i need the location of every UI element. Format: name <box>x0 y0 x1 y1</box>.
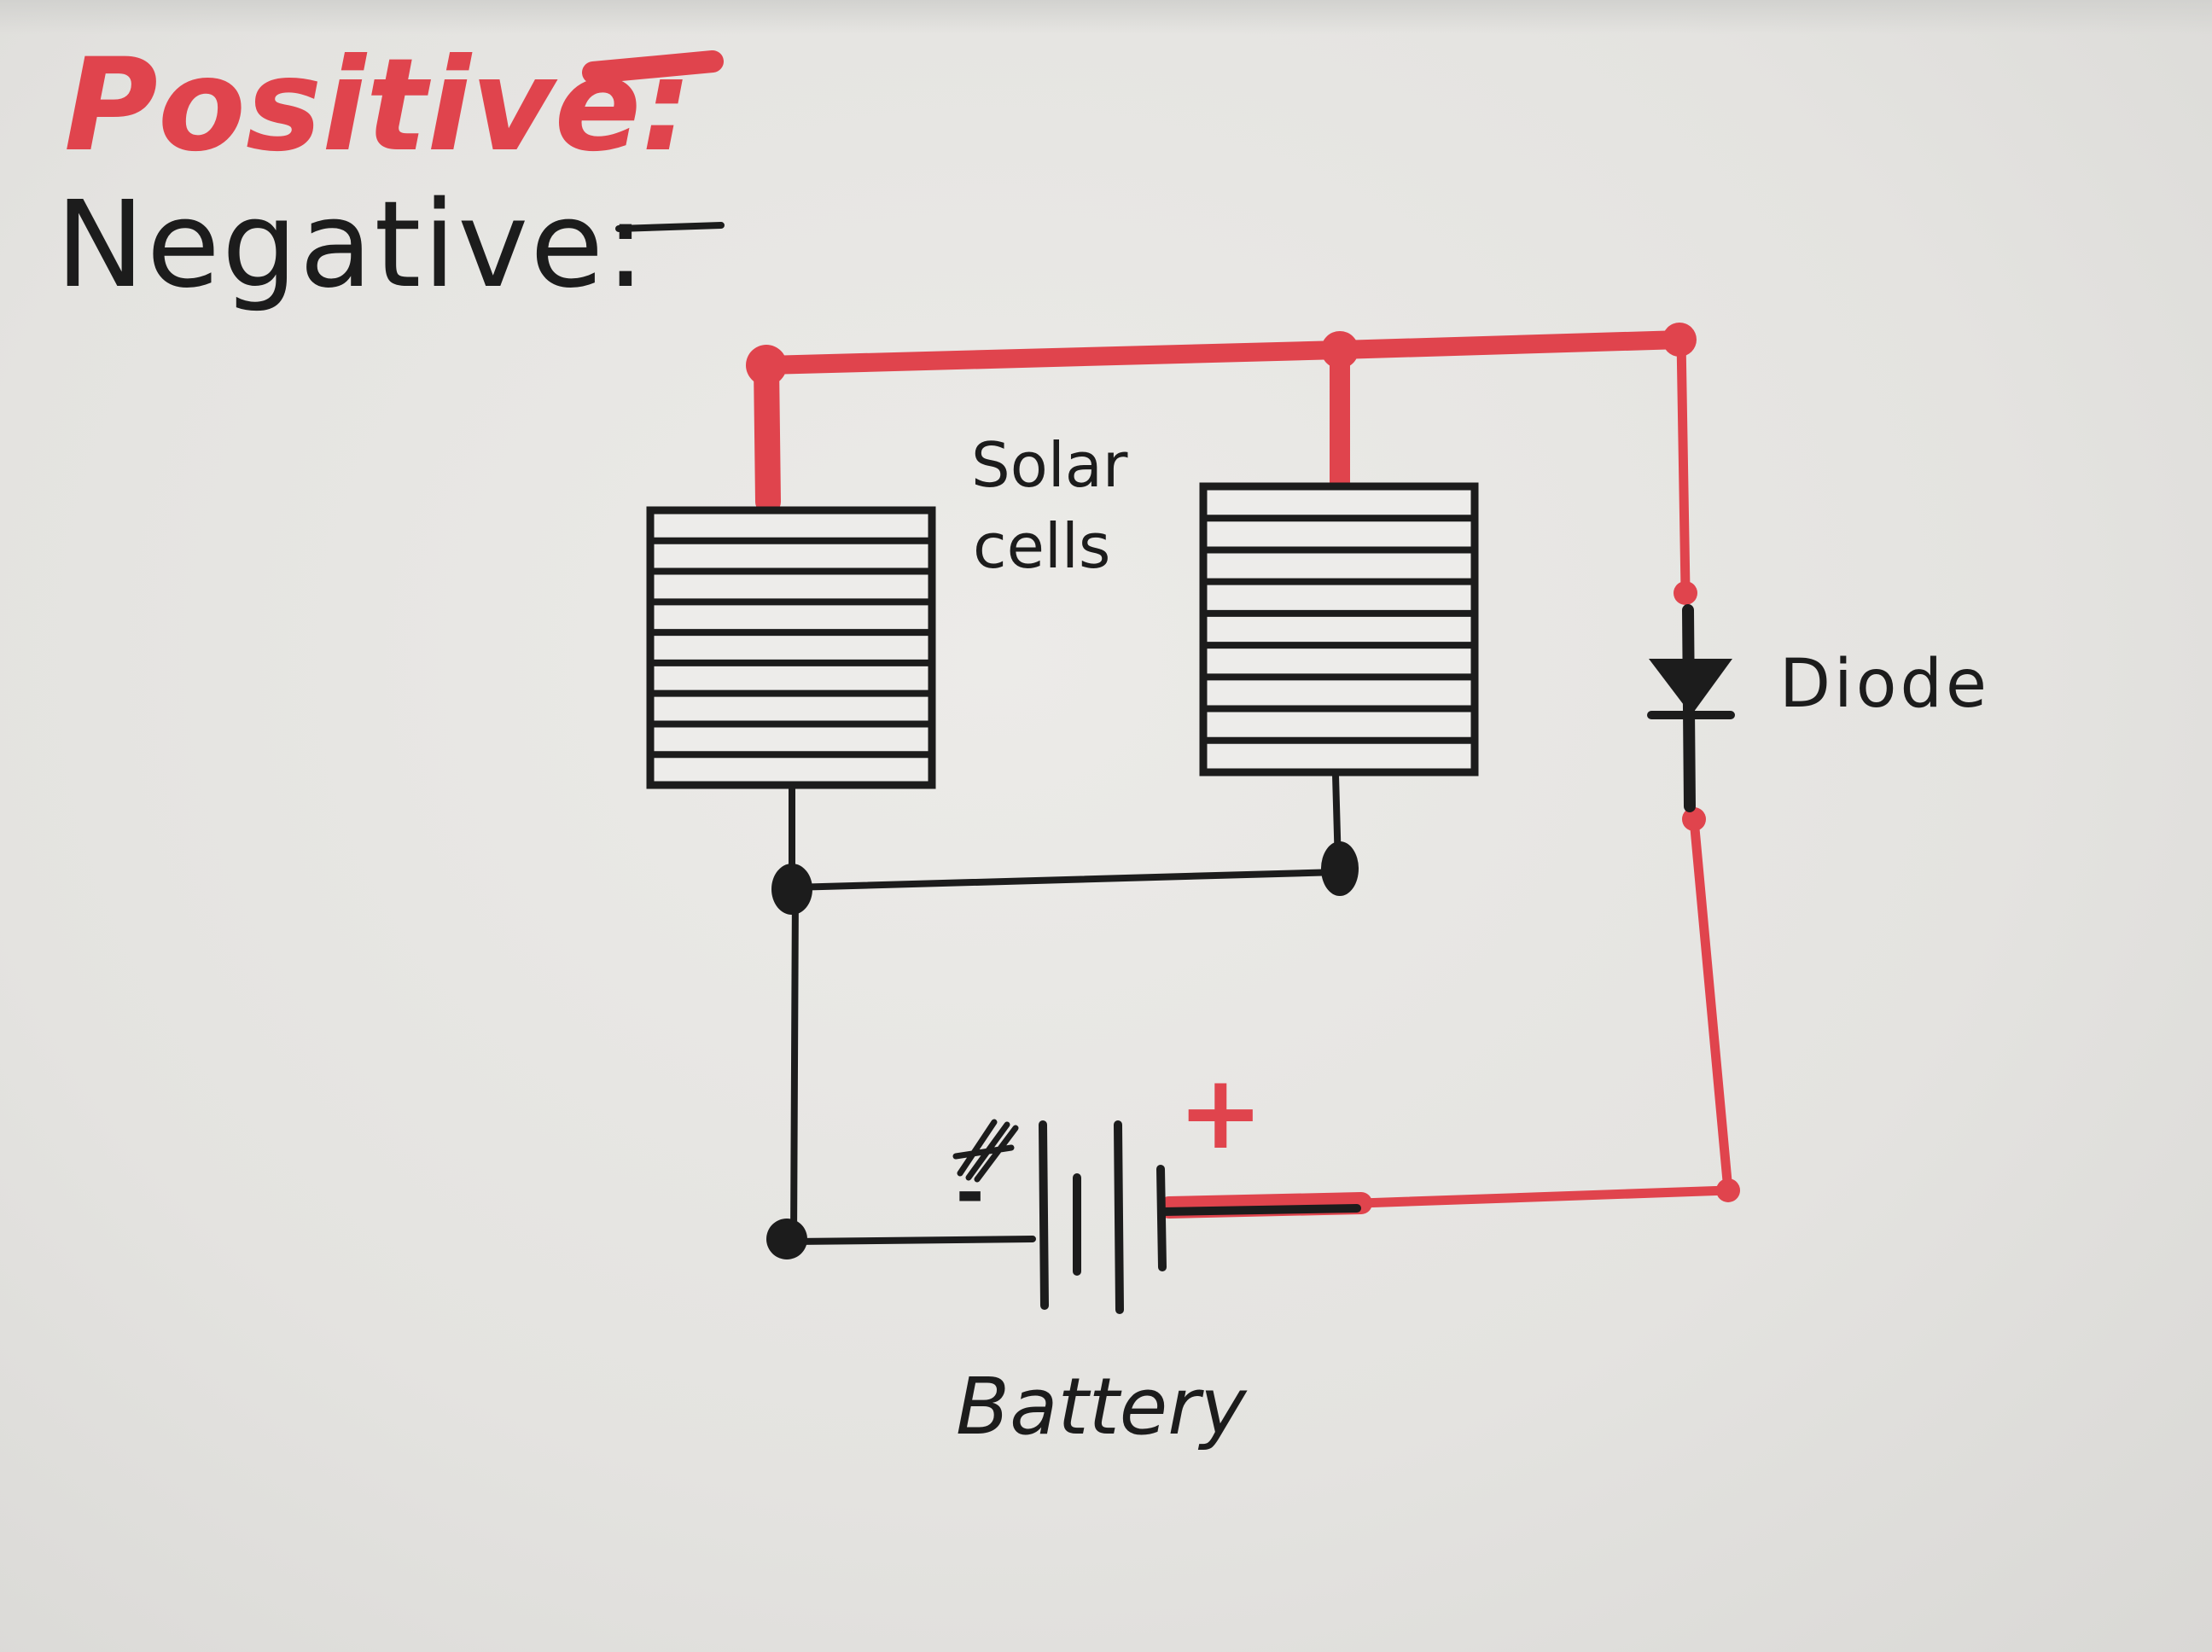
junction-dot-battery-left <box>766 1219 807 1259</box>
battery-plate-3 <box>1114 1120 1124 1314</box>
solar-panel-right-frame <box>1199 482 1479 777</box>
battery: - + Battery <box>952 1054 1361 1452</box>
battery-plus-sign: + <box>1178 1054 1264 1172</box>
legend-negative-label: Negative: <box>55 176 647 315</box>
battery-minus-sign: - <box>956 1153 984 1232</box>
diode-red-top-dot <box>1674 581 1697 605</box>
battery-label: Battery <box>956 1361 1248 1452</box>
negative-wiring <box>766 771 1359 1259</box>
top-positive-bus <box>757 330 1691 375</box>
junction-dot-bottom-right <box>1716 1178 1740 1202</box>
battery-plate-4 <box>1156 1165 1167 1271</box>
diode-red-bottom-dot <box>1682 807 1706 831</box>
diode: Diode <box>1647 604 1990 812</box>
bottom-negative-bus <box>789 869 1342 891</box>
solar-label-line1: Solar <box>971 429 1128 501</box>
diode-triangle <box>1649 659 1732 715</box>
diode-label: Diode <box>1779 646 1990 723</box>
legend: Positive: Negative: <box>55 32 725 315</box>
solar-cells-label: Solar cells <box>971 429 1128 582</box>
legend-negative-swatch <box>615 222 725 232</box>
diode-anode-wire <box>1676 334 1691 596</box>
legend-positive-label: Positive: <box>64 32 692 180</box>
battery-positive-lead <box>1158 1192 1372 1219</box>
positive-wiring <box>746 323 1740 1219</box>
diode-to-battery-wire <box>1356 814 1733 1208</box>
solar-panel-right <box>1199 482 1479 777</box>
battery-positive-terminal <box>1158 1204 1361 1216</box>
solar-label-line2: cells <box>973 510 1110 582</box>
paper-edge-shadow <box>0 0 2212 34</box>
battery-plate-1 <box>1039 1120 1049 1310</box>
junction-dot-right-bottom <box>1321 841 1359 896</box>
battery-negative-wire <box>790 886 1036 1245</box>
junction-dot-left-top <box>746 345 787 386</box>
left-panel-positive-lead <box>754 352 781 515</box>
solar-panel-left-frame <box>646 506 936 789</box>
battery-scribble <box>952 1119 1019 1183</box>
junction-dot-mid-top <box>1321 331 1359 369</box>
solar-panel-left <box>646 506 936 789</box>
junction-dot-left-bottom <box>771 864 812 915</box>
legend-positive-swatch <box>582 50 724 84</box>
junction-dot-right-top <box>1662 323 1697 357</box>
